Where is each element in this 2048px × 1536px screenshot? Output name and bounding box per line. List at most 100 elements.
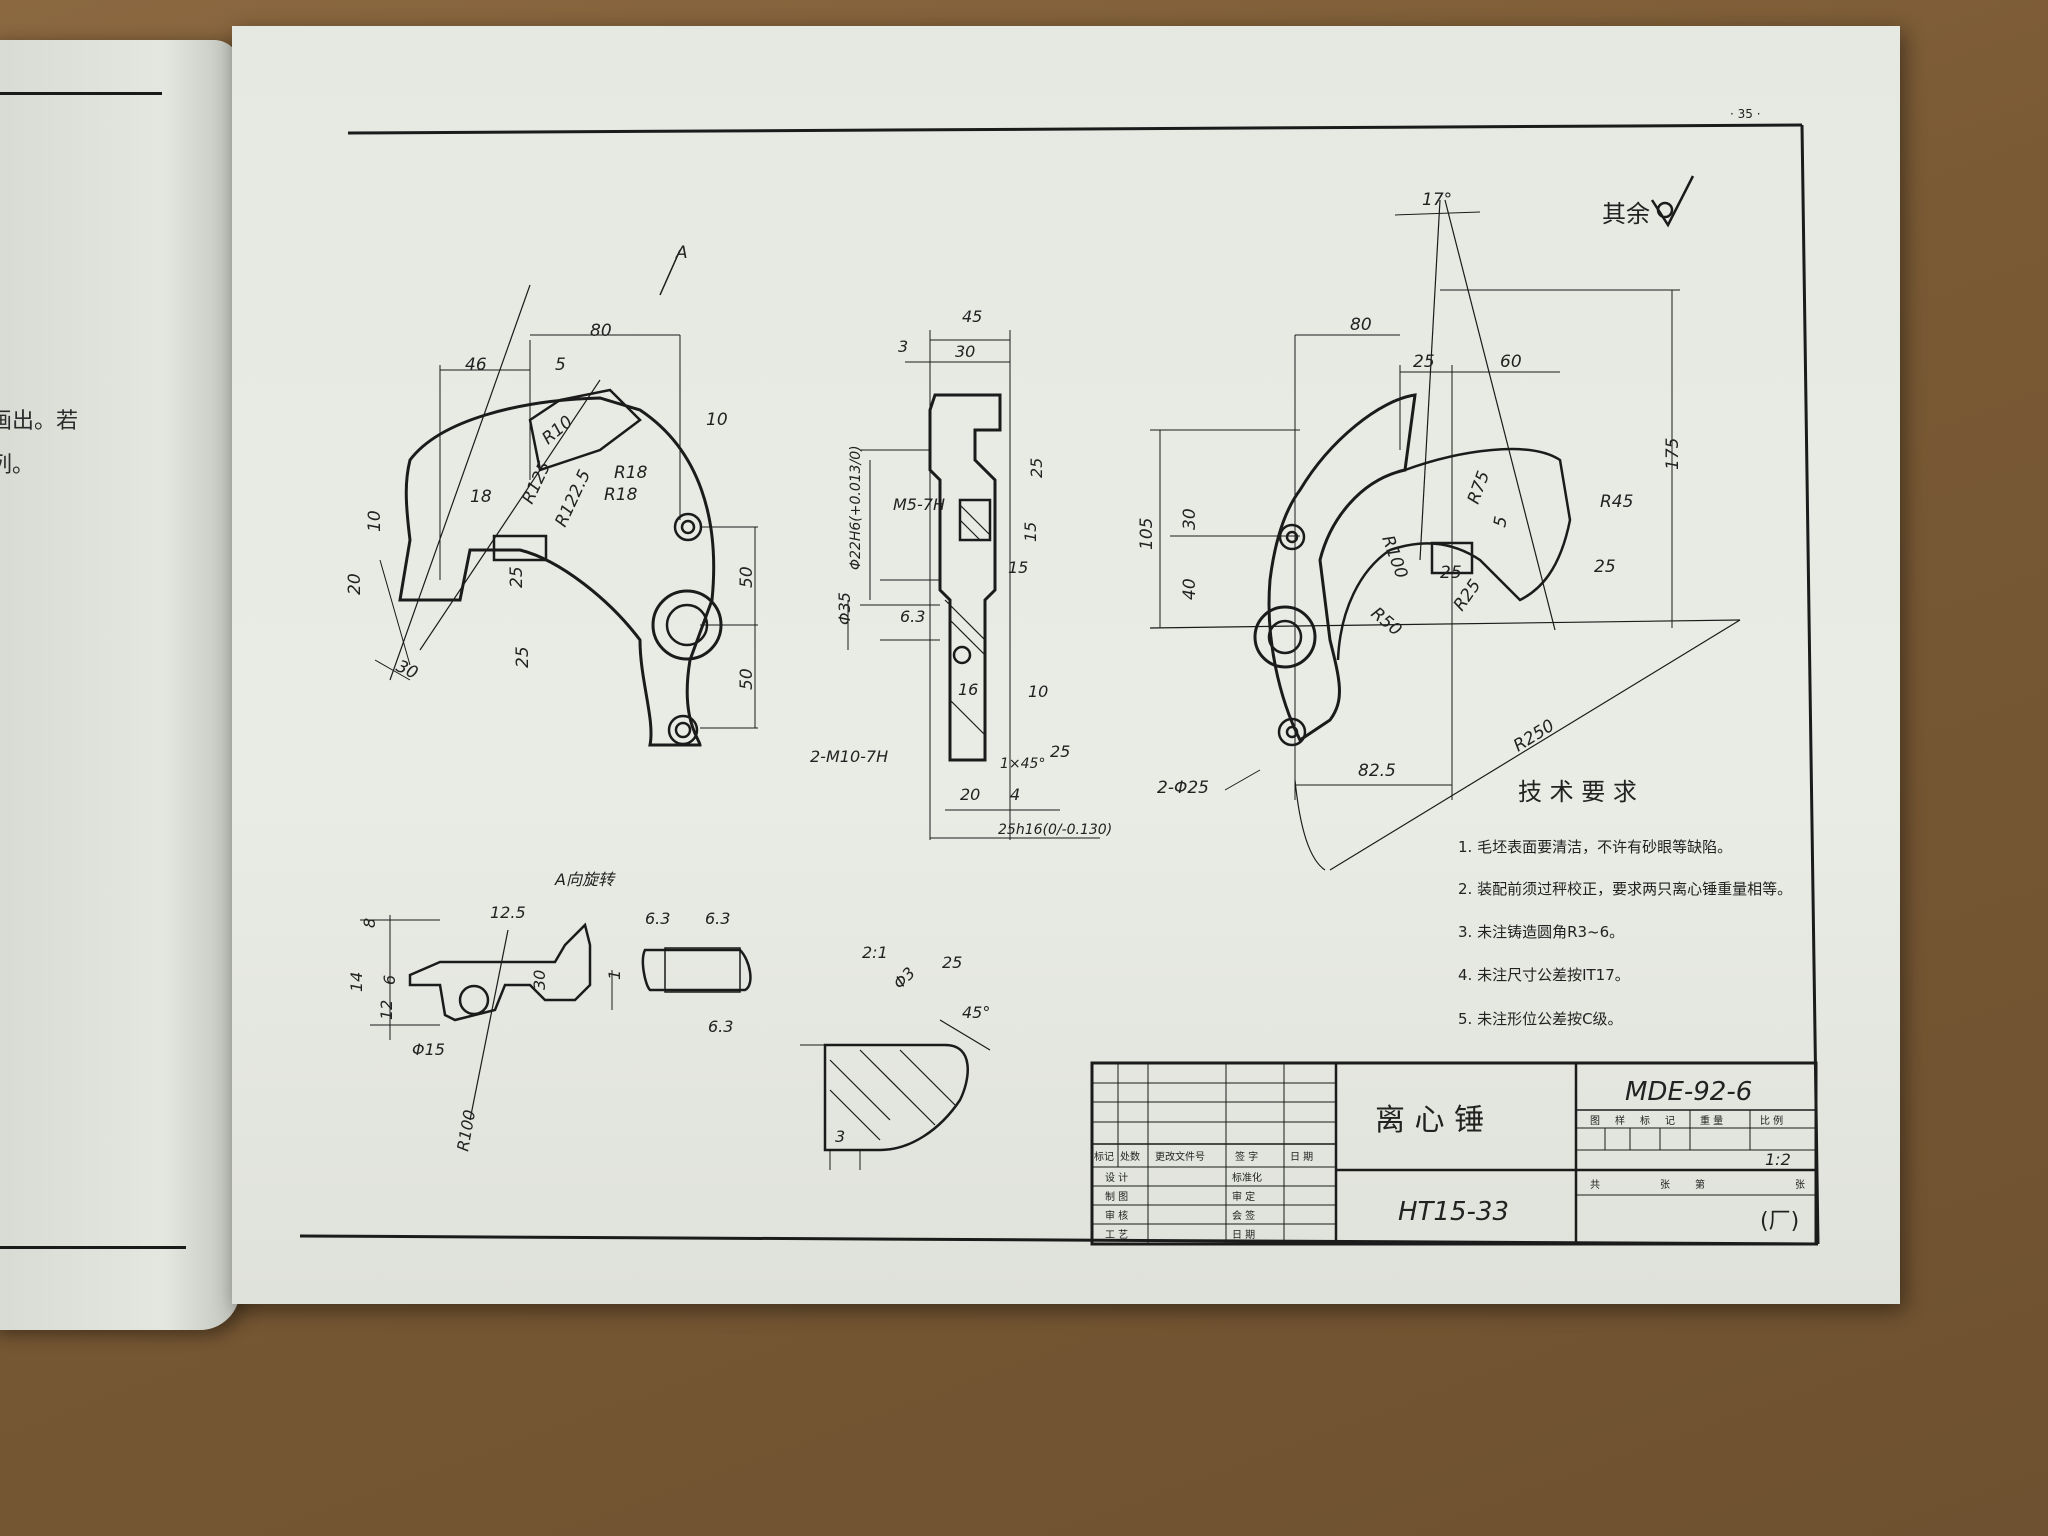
dim-main-825: 82.5: [1358, 761, 1396, 781]
dim-a-30: 30: [530, 970, 549, 990]
tech-req-title: 技 术 要 求: [1518, 778, 1637, 806]
dim-a-1: 1: [605, 970, 624, 980]
dim-side-phi35: Φ35: [835, 592, 854, 625]
drawing-number: MDE-92-6: [1625, 1077, 1752, 1107]
dim-main-25-slot: 25: [1440, 563, 1462, 583]
front-view: [374, 249, 758, 747]
title-block-text: 离 心 锤 MDE-92-6 HT15-33 (厂) 1:2 标记 处数 更改文…: [1094, 1077, 1805, 1241]
tb-mid-3: 会 签: [1232, 1209, 1255, 1222]
tb-left-2: 制 图: [1105, 1190, 1128, 1203]
dim-main-105: 105: [1137, 518, 1157, 550]
tech-req-item-3: 3. 未注铸造圆角R3~6。: [1458, 923, 1624, 941]
dim-side-25b: 25: [1050, 742, 1070, 761]
tb-header-2: 处数: [1120, 1150, 1140, 1163]
dim-side-chamfer: 1×45°: [1000, 756, 1045, 772]
dim-a-63b: 6.3: [705, 909, 730, 928]
tb-sheet-4: 张: [1795, 1179, 1805, 1191]
tb-header-4: 签 字: [1235, 1150, 1258, 1163]
tb-right-1: 图: [1590, 1115, 1600, 1127]
dim-main-r250: R250: [1510, 716, 1558, 756]
dim-a-8: 8: [360, 918, 379, 928]
dim-front-r125: R125: [518, 459, 555, 508]
tb-mid-4: 日 期: [1232, 1229, 1255, 1241]
dim-main-60: 60: [1500, 352, 1522, 372]
dim-detail-phi3: Φ3: [889, 963, 919, 993]
factory: (厂): [1760, 1209, 1799, 1234]
dim-side-25: 25: [1027, 458, 1046, 478]
dim-detail-25: 25: [942, 953, 962, 972]
tb-header-3: 更改文件号: [1155, 1150, 1205, 1163]
main-view-dims: 17° 80 25 60 175 R75 R45 R100 105 30 40 …: [1137, 190, 1683, 798]
dim-side-30: 30: [955, 342, 975, 361]
dim-front-r10: R10: [538, 412, 576, 449]
tb-right-4: 记: [1665, 1115, 1675, 1127]
left-page: 画出。若 列。: [0, 40, 240, 1330]
dim-main-5: 5: [1490, 515, 1512, 529]
dim-main-175: 175: [1663, 438, 1683, 470]
dim-side-16: 16: [958, 680, 978, 699]
dim-a-63c: 6.3: [708, 1017, 733, 1036]
tech-req-item-4: 4. 未注尺寸公差按IT17。: [1458, 966, 1630, 984]
side-view: [847, 330, 1100, 840]
left-page-line2: 列。: [0, 453, 35, 478]
left-page-text: 画出。若 列。: [0, 400, 78, 488]
dim-front-r18a: R18: [614, 463, 648, 483]
view-a-arrow-label: A: [675, 243, 688, 263]
tech-req-item-1: 1. 毛坯表面要清洁，不许有砂眼等缺陷。: [1458, 838, 1732, 856]
dim-front-50a: 50: [737, 566, 757, 588]
dim-front-20: 20: [345, 573, 365, 595]
view-a-rotated-label: A向旋转: [554, 870, 616, 889]
dim-front-18: 18: [470, 487, 492, 507]
dim-a-125: 12.5: [490, 903, 526, 922]
dim-side-2m10: 2-M10-7H: [810, 747, 888, 766]
dim-front-80: 80: [590, 321, 612, 341]
title-block: [1090, 1061, 1818, 1246]
top-border: [347, 123, 1803, 135]
tb-right-3: 标: [1640, 1115, 1650, 1127]
scale-value: 1:2: [1765, 1150, 1791, 1169]
view-a-dims: A向旋转 8 12.5 6.3 6.3 14 6 30 1 12 Φ15 6.3…: [347, 870, 733, 1153]
tb-mid-2: 审 定: [1232, 1190, 1255, 1203]
tech-req-item-5: 5. 未注形位公差按C级。: [1458, 1010, 1623, 1028]
dim-side-3: 3: [898, 337, 908, 356]
tb-sheet-1: 共: [1590, 1179, 1600, 1191]
dim-side-4: 4: [1010, 785, 1020, 804]
front-view-dims: 80 46 5 10 R10 R125 R122.5 R18 R18 18 25…: [345, 243, 757, 690]
dim-front-r18b: R18: [604, 485, 638, 505]
dim-side-20: 20: [960, 785, 980, 804]
dim-detail-3: 3: [835, 1127, 845, 1146]
left-page-line1: 画出。若: [0, 409, 79, 434]
detail-view: [800, 1019, 991, 1170]
dim-main-r75: R75: [1464, 468, 1494, 506]
tech-req-item-2: 2. 装配前须过秤校正，要求两只离心锤重量相等。: [1458, 880, 1792, 898]
dim-front-50b: 50: [737, 668, 757, 690]
dim-main-25: 25: [1413, 352, 1435, 372]
tb-sheet-3: 第: [1695, 1178, 1705, 1191]
dim-front-25: 25: [507, 566, 527, 588]
tb-mid-1: 标准化: [1232, 1171, 1262, 1184]
tb-header-1: 标记: [1094, 1151, 1114, 1163]
dim-side-10: 10: [1028, 682, 1048, 701]
tb-right-6: 比 例: [1760, 1114, 1783, 1127]
dim-front-25b: 25: [513, 646, 533, 668]
tb-right-2: 样: [1615, 1114, 1625, 1127]
dim-a-r100: R100: [453, 1108, 479, 1152]
dim-main-17deg: 17°: [1422, 190, 1452, 210]
dim-front-r1225: R122.5: [551, 467, 595, 530]
dim-side-25h16: 25h16(0/-0.130): [998, 822, 1112, 838]
dim-side-15a: 15: [1021, 522, 1040, 542]
dim-main-30: 30: [1180, 508, 1200, 530]
dim-a-phi15: Φ15: [412, 1040, 445, 1059]
view-a-rotated: [360, 915, 752, 1121]
tb-header-5: 日 期: [1290, 1151, 1313, 1163]
dim-main-40: 40: [1180, 578, 1200, 600]
dim-side-15b: 15: [1008, 558, 1028, 577]
page-number: · 35 ·: [1730, 107, 1761, 121]
left-page-rule: [0, 92, 162, 95]
dim-main-2phi25: 2-Φ25: [1157, 778, 1209, 798]
technical-requirements: 技 术 要 求 1. 毛坯表面要清洁，不许有砂眼等缺陷。 2. 装配前须过秤校正…: [1458, 778, 1792, 1028]
dim-side-63: 6.3: [900, 607, 925, 626]
tb-left-1: 设 计: [1105, 1171, 1128, 1184]
dim-main-80: 80: [1350, 315, 1372, 335]
dim-side-m5: M5-7H: [893, 495, 945, 514]
